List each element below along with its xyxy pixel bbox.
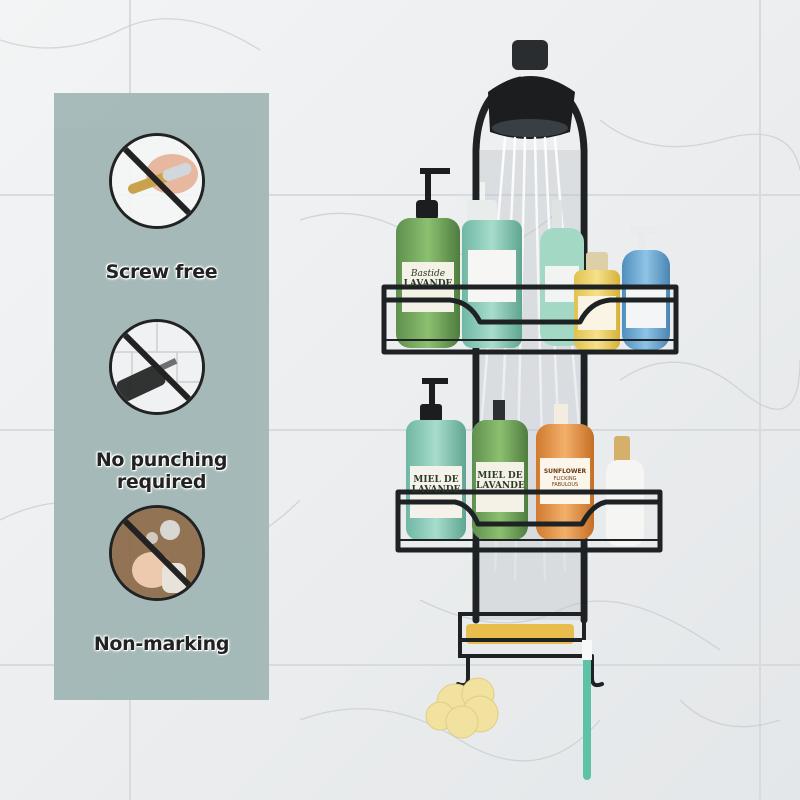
product-name-line1: MIEL DE bbox=[477, 471, 523, 481]
product-name-line2: FLICKING FABULOUS bbox=[551, 475, 579, 489]
drill-prohibited-icon bbox=[109, 319, 205, 415]
feature-label: No punching required bbox=[95, 449, 228, 493]
product-name-line1: MIEL DE bbox=[413, 475, 459, 485]
product-label-top-left: Bastide LAVANDE bbox=[402, 269, 454, 290]
product-name-line2: LAVANDE bbox=[411, 484, 461, 495]
product-label-bottom-left: MIEL DE LAVANDE bbox=[410, 475, 462, 496]
top-shelf-bottles bbox=[396, 168, 670, 350]
product-label-bottom-middle: MIEL DE LAVANDE bbox=[476, 471, 525, 492]
screwdriver-prohibited-icon bbox=[109, 133, 205, 229]
product-name-line2: LAVANDE bbox=[403, 278, 453, 289]
product-label-bottom-right: SUNFLOWER FLICKING FABULOUS bbox=[540, 468, 590, 489]
no-marks-prohibited-icon bbox=[109, 505, 205, 601]
product-name-line1: Bastide bbox=[410, 269, 446, 279]
features-panel: Screw free No punching required bbox=[54, 93, 269, 700]
product-name-line2: LAVANDE bbox=[476, 480, 525, 491]
feature-label: Screw free bbox=[105, 261, 218, 283]
feature-label: Non-marking bbox=[93, 633, 230, 655]
product-name-line1: SUNFLOWER bbox=[543, 468, 587, 475]
